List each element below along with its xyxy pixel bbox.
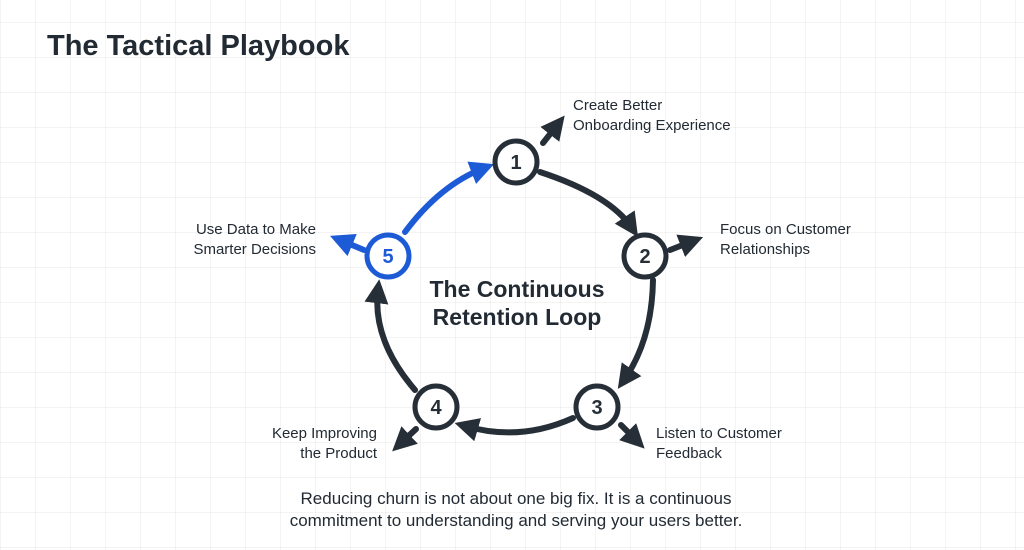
step-label-3-line-1: Listen to Customer xyxy=(656,425,782,442)
step-label-1: Create Better Onboarding Experience xyxy=(573,96,731,136)
footer-line-1: Reducing churn is not about one big fix.… xyxy=(300,489,732,508)
step-label-4-line-1: Keep Improving xyxy=(271,425,377,442)
step-label-4: Keep Improving the Product xyxy=(217,424,377,464)
center-title: The Continuous Retention Loop xyxy=(392,275,642,331)
step-label-3-line-2: Feedback xyxy=(656,445,722,462)
pointer-arrow-5 xyxy=(330,234,367,257)
center-title-line-1: The Continuous xyxy=(429,276,605,302)
step-number-3: 3 xyxy=(591,397,602,419)
loop-arrow-5-to-1 xyxy=(402,161,495,235)
pointer-arrow-3 xyxy=(618,422,645,449)
pointer-arrow-4 xyxy=(392,426,419,452)
step-label-2-line-1: Focus on Customer xyxy=(720,221,851,238)
footer-line-2: commitment to understanding and serving … xyxy=(289,511,743,530)
step-number-4: 4 xyxy=(430,397,442,419)
page-title: The Tactical Playbook xyxy=(47,30,350,62)
step-label-1-line-1: Create Better xyxy=(573,97,663,114)
step-label-5-line-2: Smarter Decisions xyxy=(193,241,316,258)
pointer-arrow-2 xyxy=(667,234,704,257)
step-label-2: Focus on Customer Relationships xyxy=(720,220,851,260)
step-node-3: 3 xyxy=(573,383,621,431)
step-number-1: 1 xyxy=(510,152,521,174)
step-label-1-line-2: Onboarding Experience xyxy=(573,117,731,134)
loop-arrow-1-to-2 xyxy=(537,169,638,237)
step-number-5: 5 xyxy=(382,246,393,268)
step-node-4: 4 xyxy=(412,383,460,431)
step-number-2: 2 xyxy=(639,246,650,268)
step-node-1: 1 xyxy=(492,138,540,186)
step-label-5-line-1: Use Data to Make xyxy=(195,221,316,238)
pointer-arrow-1 xyxy=(540,115,565,146)
step-node-5-highlighted: 5 xyxy=(364,232,412,280)
footer-note: Reducing churn is not about one big fix.… xyxy=(240,488,792,532)
center-title-line-2: Retention Loop xyxy=(432,304,602,330)
loop-arrow-2-to-3 xyxy=(617,277,656,389)
loop-arrow-4-to-5 xyxy=(364,279,418,393)
step-node-2: 2 xyxy=(621,232,669,280)
loop-arrow-3-to-4 xyxy=(454,415,576,442)
step-label-4-line-2: the Product xyxy=(300,445,377,462)
step-label-3: Listen to Customer Feedback xyxy=(656,424,782,464)
step-label-5: Use Data to Make Smarter Decisions xyxy=(156,220,316,260)
step-label-2-line-2: Relationships xyxy=(720,241,811,258)
